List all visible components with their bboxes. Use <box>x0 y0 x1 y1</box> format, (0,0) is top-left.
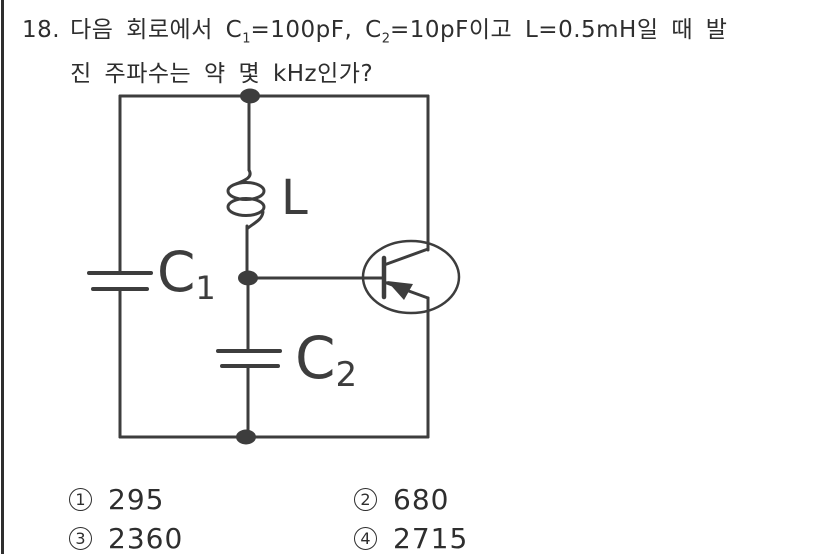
junction-dot-middle <box>238 270 258 286</box>
question-number: 18. <box>22 17 61 43</box>
option-3-value: 2360 <box>108 522 184 555</box>
option-2-value: 680 <box>393 483 450 516</box>
option-1-circled-number: 1 <box>69 488 92 511</box>
c1-subscript: 1 <box>242 31 251 47</box>
junction-dot-bottom <box>236 429 256 445</box>
left-page-rule <box>1 0 4 554</box>
question-block: 18. 다음 회로에서 C1=100pF, C2=10pF이고 L=0.5mH일… <box>22 13 727 91</box>
c2-subscript: 2 <box>381 31 390 47</box>
capacitor-c2-symbol <box>216 349 282 368</box>
inductor-label: L <box>281 170 308 226</box>
option-4-value: 2715 <box>393 522 469 555</box>
option-2[interactable]: 2 680 <box>354 483 449 516</box>
question-line-1: 다음 회로에서 C1=100pF, C2=10pF이고 L=0.5mH일 때 발 <box>70 17 728 47</box>
c1-label: C1 <box>157 240 216 307</box>
option-1[interactable]: 1 295 <box>69 483 164 516</box>
option-2-circled-number: 2 <box>354 488 377 511</box>
option-4[interactable]: 4 2715 <box>354 522 468 555</box>
capacitor-c1-symbol <box>87 271 153 291</box>
option-3[interactable]: 3 2360 <box>69 522 183 555</box>
question-text: 다음 회로에서 C1=100pF, C2=10pF이고 L=0.5mH일 때 발… <box>70 13 727 91</box>
option-1-value: 295 <box>108 483 165 516</box>
inductor-coil <box>226 168 266 230</box>
junction-dot-top <box>240 88 260 104</box>
option-4-circled-number: 4 <box>354 527 377 550</box>
question-line-2: 진 주파수는 약 몇 kHz인가? <box>70 60 374 87</box>
emitter-arrow <box>387 281 413 300</box>
option-3-circled-number: 3 <box>69 527 92 550</box>
c2-label: C2 <box>295 324 358 395</box>
